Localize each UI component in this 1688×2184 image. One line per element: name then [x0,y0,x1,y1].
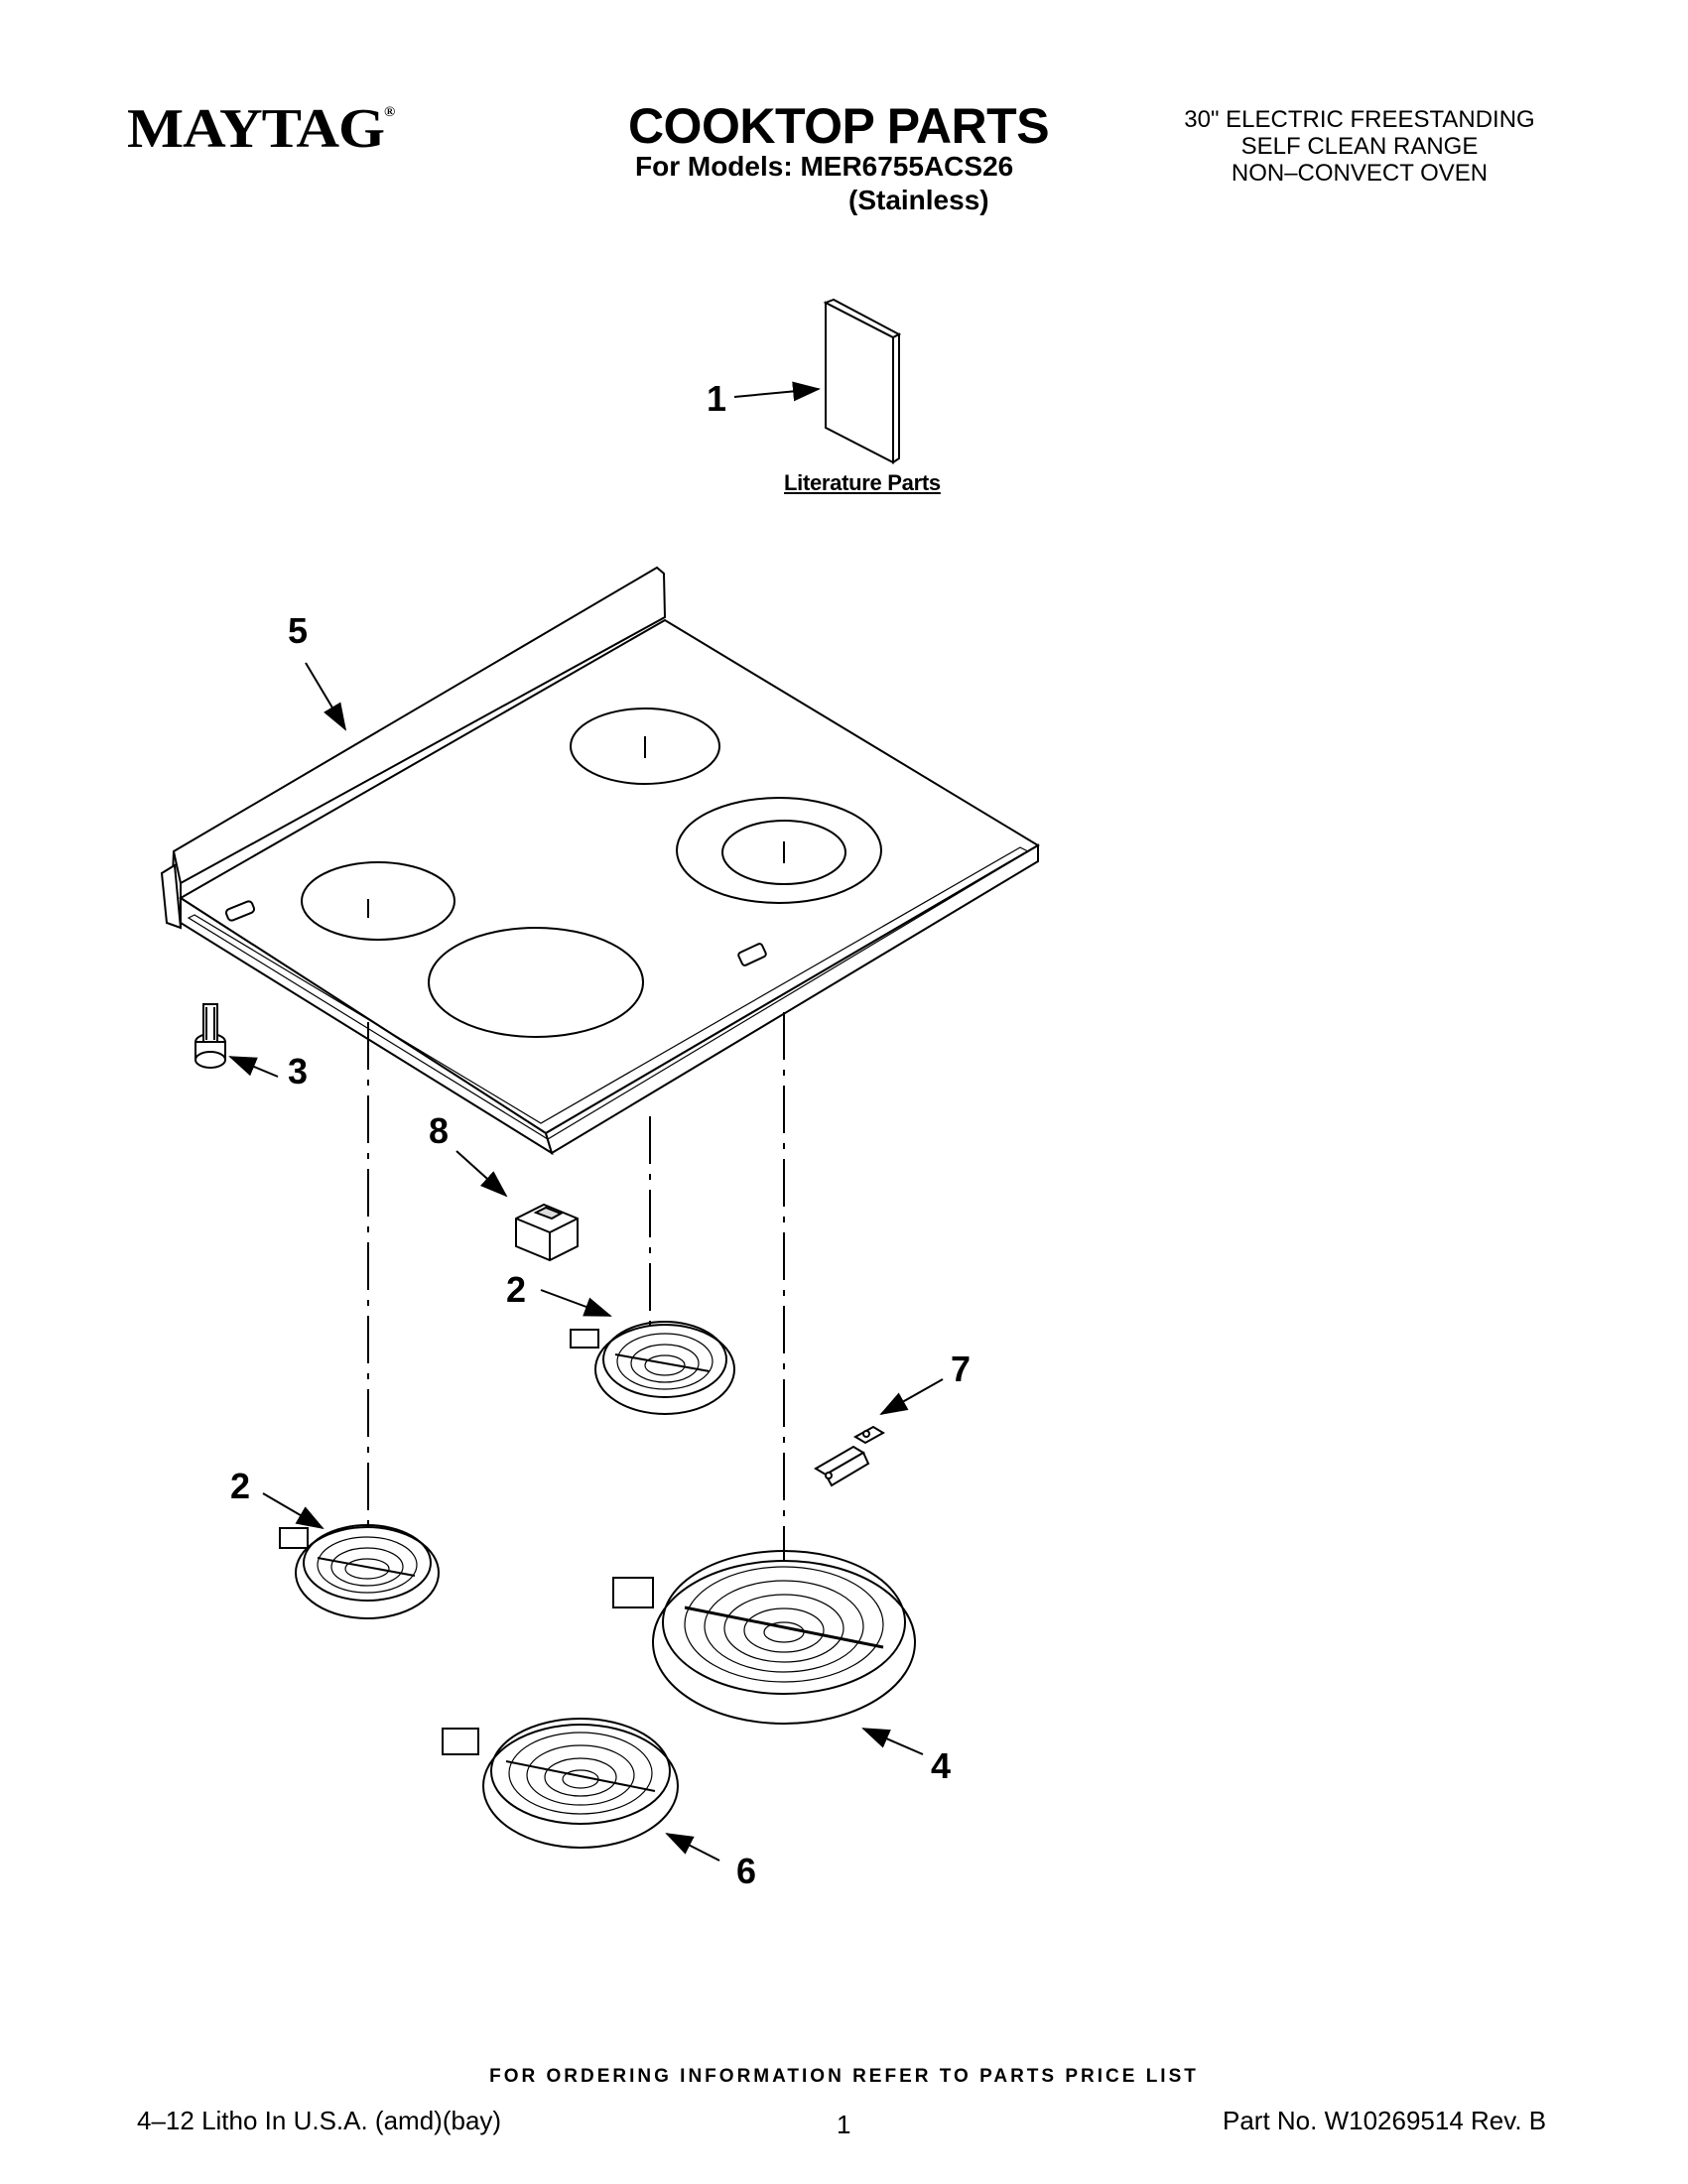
large-surface-element [612,1550,916,1725]
page-title: COOKTOP PARTS [627,98,1050,154]
literature-booklet [823,298,902,464]
description-line: NON–CONVECT OVEN [1231,160,1489,187]
leader-line [879,1378,944,1415]
leader-line [228,1056,279,1078]
small-surface-element [570,1321,735,1415]
leader-line [305,662,347,731]
dual-surface-element [442,1718,679,1849]
leader-line [540,1289,612,1317]
cooktop-main-top [160,566,1040,1156]
leader-line [861,1728,924,1755]
callout-7: 7 [951,1349,971,1389]
product-description: 30" ELECTRIC FREESTANDING SELF CLEAN RAN… [1141,106,1578,187]
finish-label: (Stainless) [848,185,989,215]
alignment-lines [367,1012,785,1642]
callout-8: 8 [429,1110,449,1151]
leader-line [262,1492,325,1530]
brand-logo: MAYTAG® [127,98,395,160]
callout-2: 2 [506,1269,526,1310]
callout-1: 1 [707,378,726,419]
spacer-block [515,1203,579,1262]
callout-5: 5 [288,610,308,651]
ordering-note: FOR ORDERING INFORMATION REFER TO PARTS … [489,2066,1199,2087]
element-bracket [814,1425,885,1487]
literature-parts-label: Literature Parts [784,470,941,495]
leader-line [455,1150,508,1198]
leader-line [665,1833,720,1862]
callout-3: 3 [288,1051,308,1092]
page-number: 1 [837,2110,851,2139]
callout-6: 6 [736,1851,756,1891]
models-line: For Models: MER6755ACS26 [635,151,1014,182]
leader-line [733,381,821,402]
terminal-knob [195,1003,226,1069]
small-surface-element [279,1524,440,1619]
callout-4: 4 [931,1745,951,1786]
description-line: SELF CLEAN RANGE [1240,133,1479,160]
litho-info: 4–12 Litho In U.S.A. (amd)(bay) [137,2106,502,2135]
callout-2: 2 [230,1466,250,1506]
part-number: Part No. W10269514 Rev. B [1223,2106,1547,2135]
description-line: 30" ELECTRIC FREESTANDING [1184,106,1535,133]
